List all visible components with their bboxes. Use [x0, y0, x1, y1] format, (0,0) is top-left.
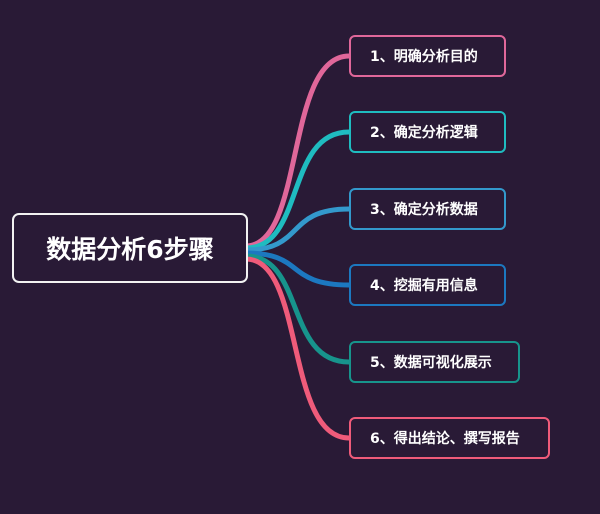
- connector-5: [243, 253, 352, 365]
- step-node-1[interactable]: 1、明确分析目的: [349, 35, 506, 77]
- connector-6: [243, 256, 352, 441]
- step-node-4[interactable]: 4、挖掘有用信息: [349, 264, 506, 306]
- connector-1: [243, 53, 352, 249]
- connector-4: [243, 250, 352, 288]
- connector-2: [243, 129, 352, 251]
- step-node-5[interactable]: 5、数据可视化展示: [349, 341, 520, 383]
- step-node-6[interactable]: 6、得出结论、撰写报告: [349, 417, 550, 459]
- root-node[interactable]: 数据分析6步骤: [12, 213, 248, 283]
- connector-3: [243, 206, 352, 253]
- step-node-2[interactable]: 2、确定分析逻辑: [349, 111, 506, 153]
- step-node-3[interactable]: 3、确定分析数据: [349, 188, 506, 230]
